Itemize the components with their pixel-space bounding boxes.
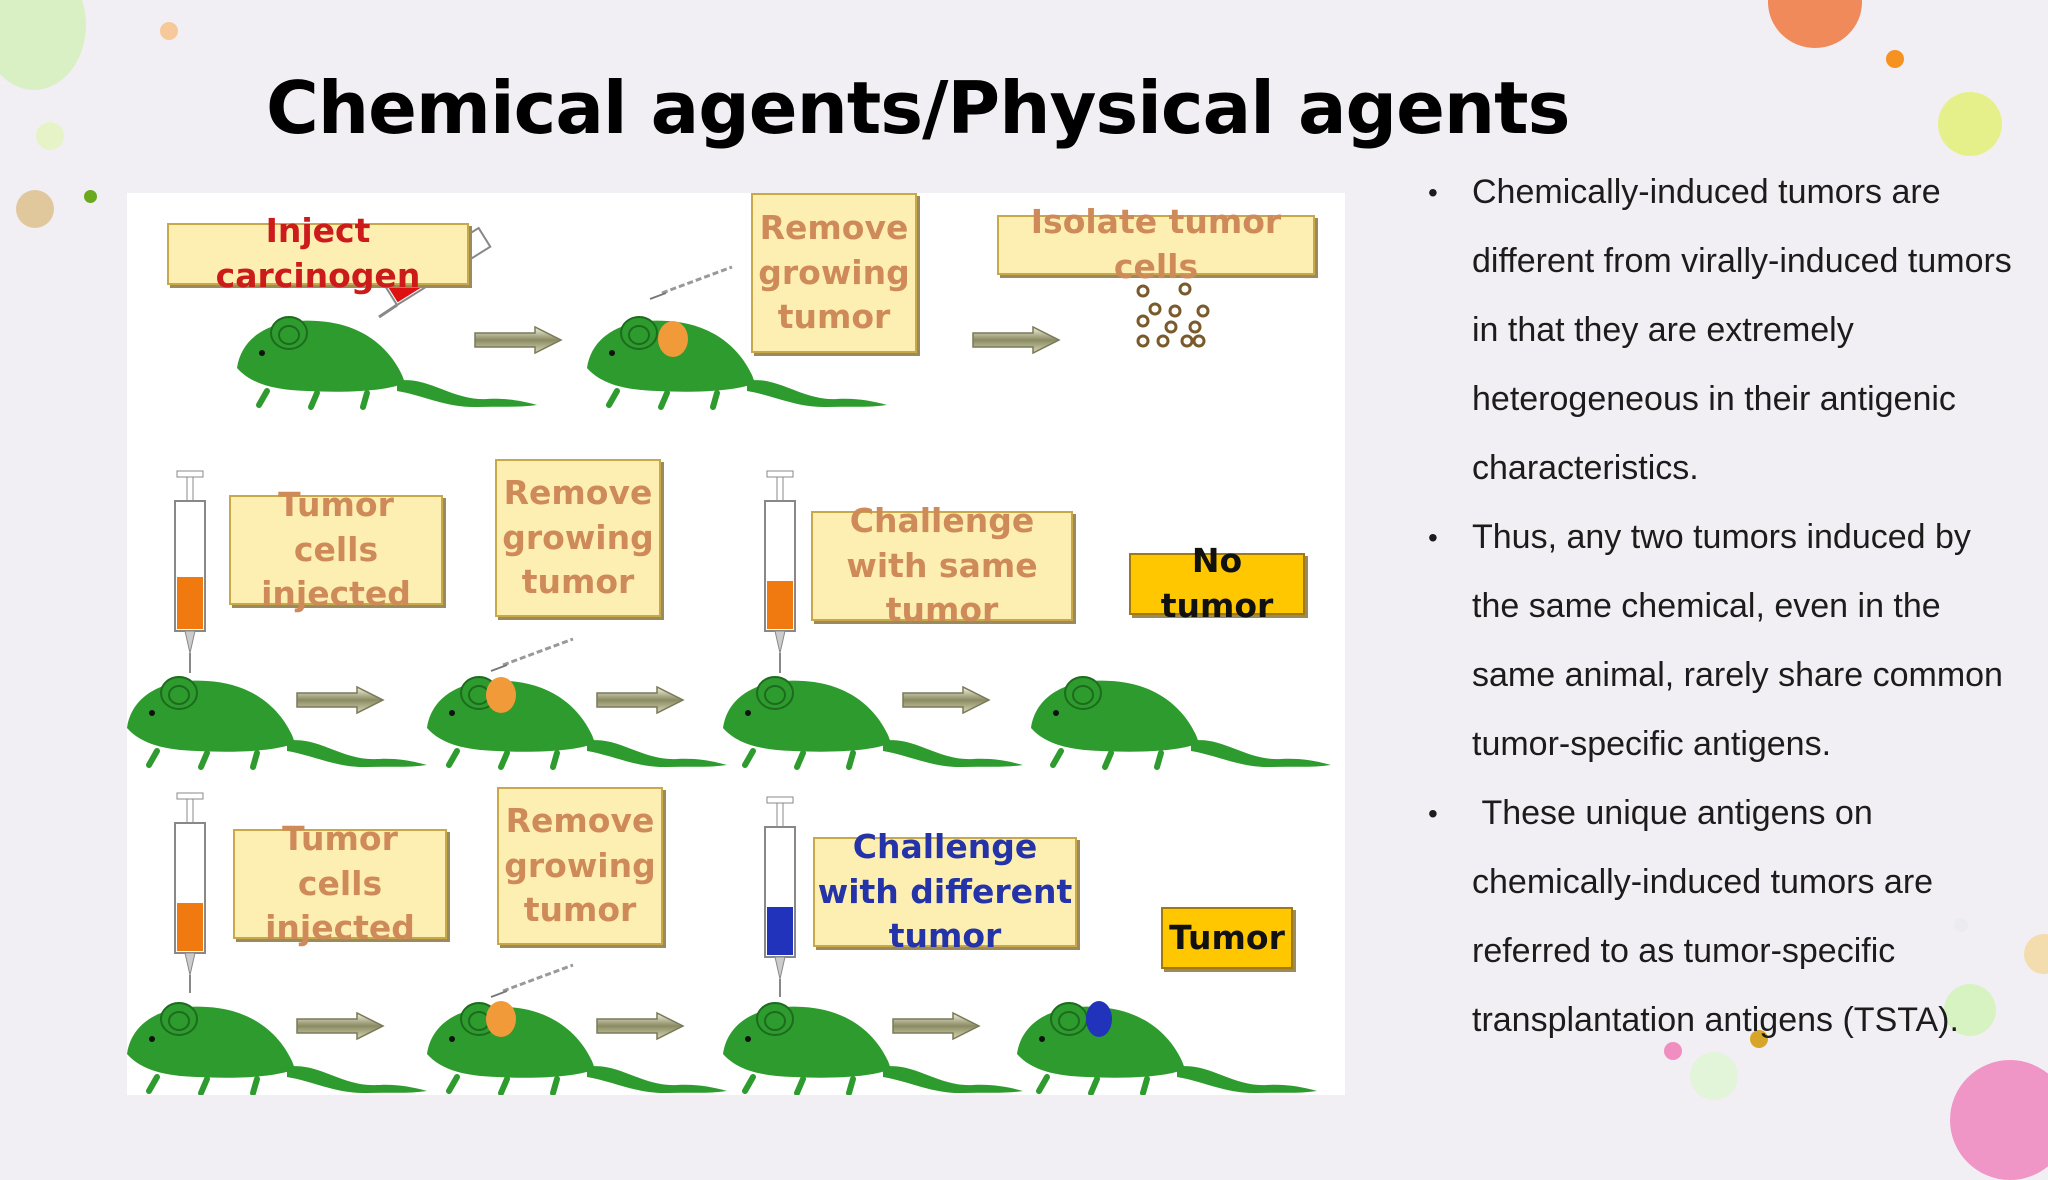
slide-title: Chemical agents/Physical agents <box>266 66 1570 150</box>
label-challenge-same-tumor: Challenge with same tumor <box>811 501 1073 629</box>
decor-dot <box>1690 1052 1738 1100</box>
label-remove-growing-tumor-3: Remove growing tumor <box>497 787 663 945</box>
syringe-orange-row2-challenge <box>764 470 796 673</box>
label-remove-growing-tumor-2: Remove growing tumor <box>495 459 661 617</box>
decor-dot <box>1950 1060 2048 1180</box>
syringe-orange-row2 <box>174 470 206 673</box>
bullet-text: These unique antigens on chemically-indu… <box>1472 794 1959 1039</box>
tumor-transplant-figure: Inject carcinogen Remove growing tumor I… <box>127 193 1345 1095</box>
tumor-cells <box>1136 282 1210 348</box>
label-remove-growing-tumor-1: Remove growing tumor <box>751 193 917 353</box>
decor-dot <box>1938 92 2002 156</box>
decor-dot <box>1750 1030 1768 1048</box>
decor-dot <box>0 0 86 90</box>
figure-drawing <box>127 226 1345 1095</box>
decor-dot <box>1664 1042 1682 1060</box>
label-challenge-different-tumor: Challenge with different tumor <box>813 827 1077 955</box>
bullet-text: Chemically-induced tumors are different … <box>1472 173 2012 487</box>
bullet-item: • These unique antigens on chemically-in… <box>1420 779 2020 1055</box>
label-tumor-cells-injected-2: Tumor cells injected <box>233 819 447 947</box>
decor-dot <box>84 190 97 203</box>
label-no-tumor: No tumor <box>1129 541 1305 625</box>
syringe-blue-row3 <box>764 796 796 997</box>
label-isolate-tumor-cells: Isolate tumor cells <box>997 202 1315 286</box>
decor-dot <box>16 190 54 228</box>
bullet-list: • Chemically-induced tumors are differen… <box>1420 158 2020 1055</box>
label-tumor-cells-injected-1: Tumor cells injected <box>229 485 443 613</box>
decor-dot <box>1768 0 1862 48</box>
bullet-marker: • <box>1428 798 1438 829</box>
decor-dot <box>1954 918 1968 932</box>
bullet-marker: • <box>1428 522 1438 553</box>
label-inject-carcinogen: Inject carcinogen <box>167 211 469 295</box>
syringe-orange-row3 <box>174 792 206 993</box>
decor-dot <box>1886 50 1904 68</box>
decor-dot <box>1944 984 1996 1036</box>
decor-dot <box>160 22 178 40</box>
bullet-marker: • <box>1428 177 1438 208</box>
label-tumor: Tumor <box>1161 907 1293 969</box>
decor-dot <box>2024 934 2048 974</box>
bullet-item: • Chemically-induced tumors are differen… <box>1420 158 2020 503</box>
decor-dot <box>36 122 64 150</box>
bullet-item: • Thus, any two tumors induced by the sa… <box>1420 503 2020 779</box>
bullet-text: Thus, any two tumors induced by the same… <box>1472 518 2003 763</box>
